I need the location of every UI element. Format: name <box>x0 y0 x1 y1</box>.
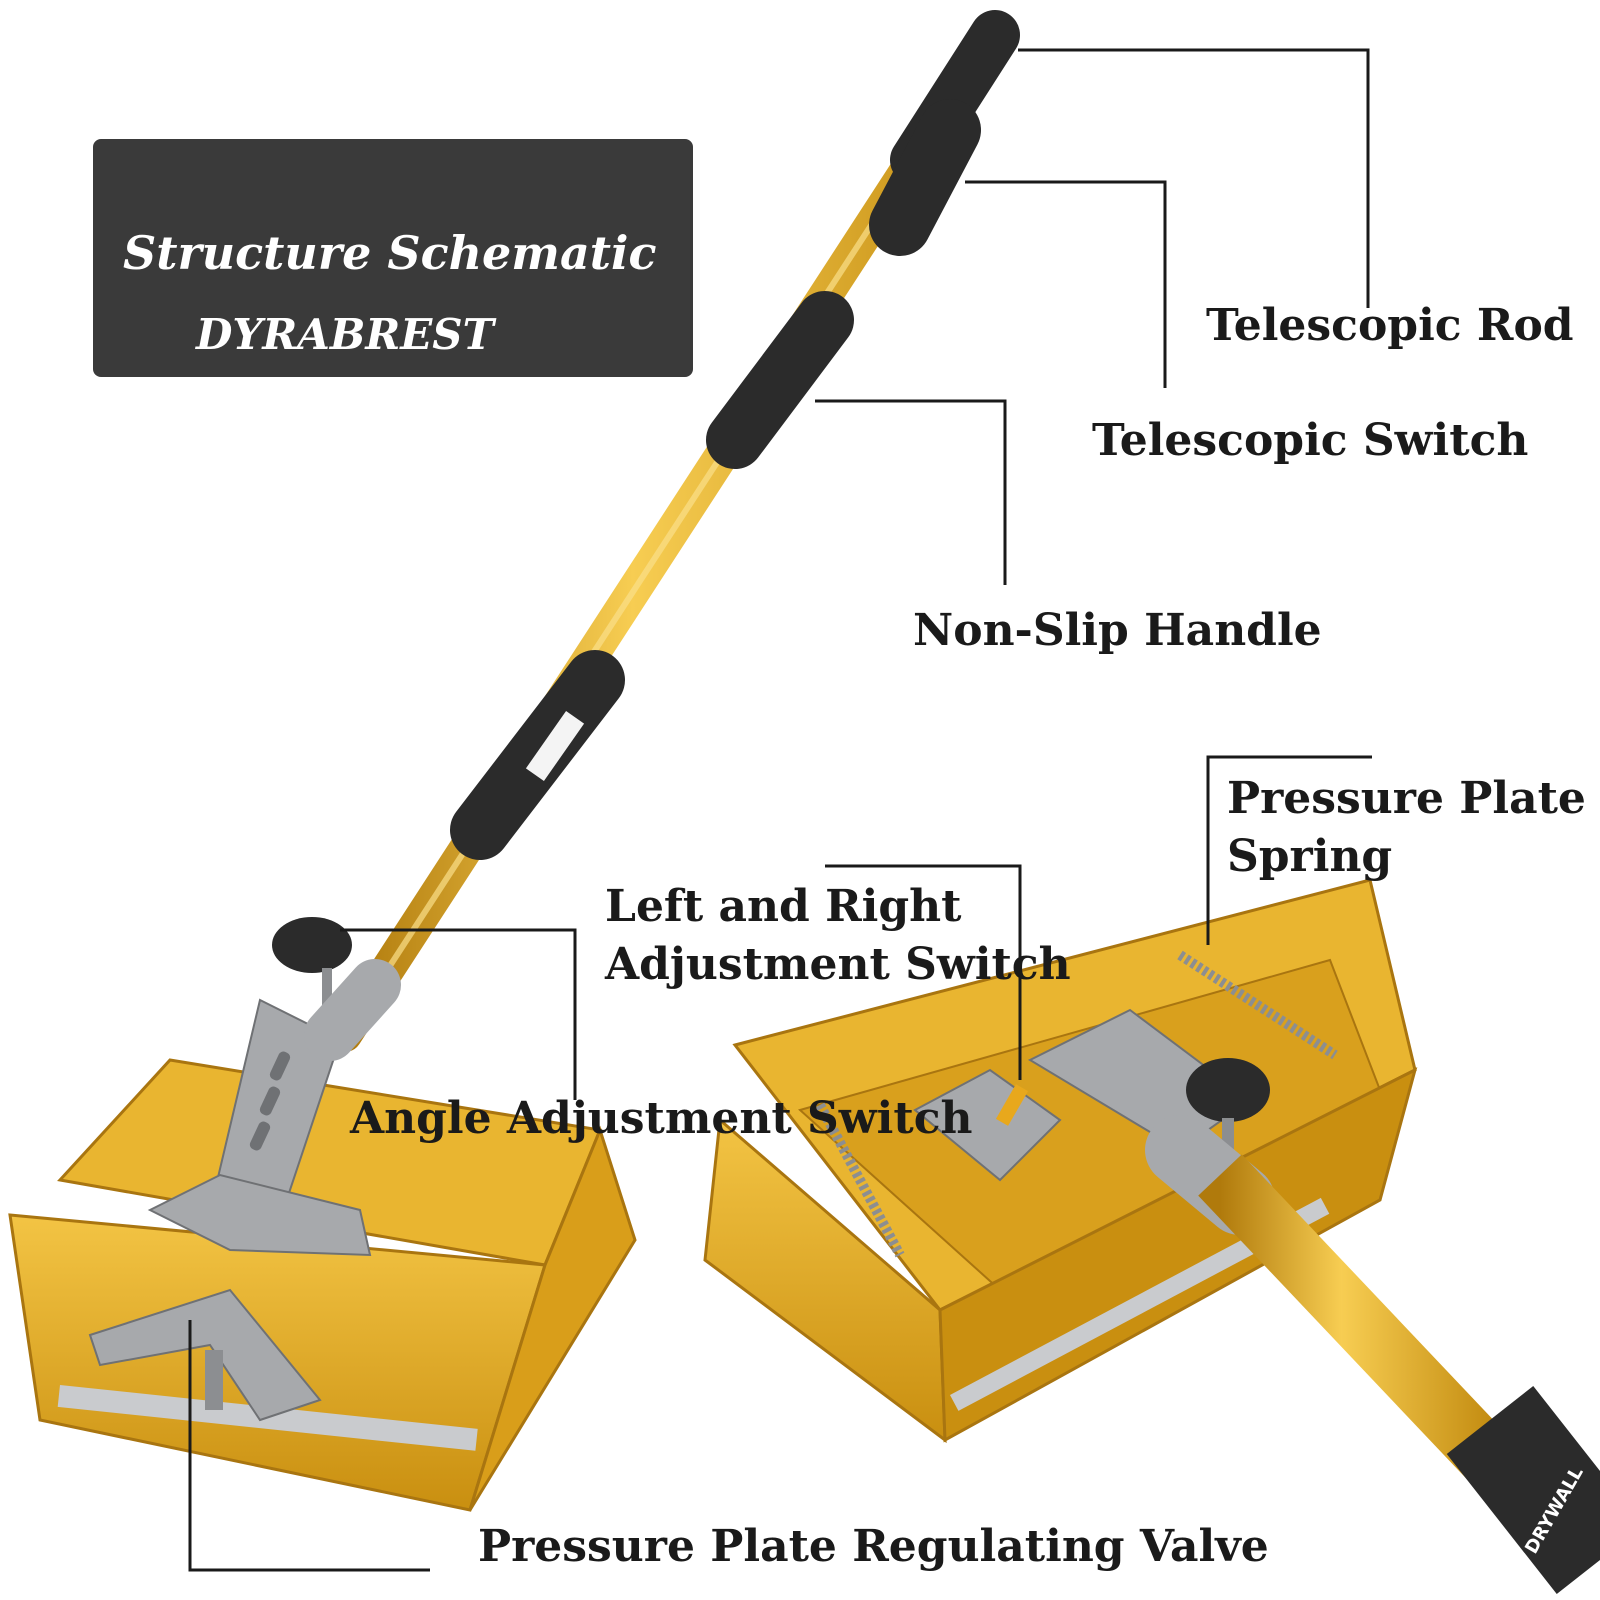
label-line: Spring <box>1227 831 1393 882</box>
label-line: Adjustment Switch <box>605 939 1071 990</box>
title-line-1: Structure Schematic <box>123 226 657 280</box>
left-bracket-slot <box>269 1051 291 1081</box>
right-box-blade <box>950 1197 1330 1411</box>
leader-non-slip-handle <box>815 399 1007 585</box>
title-box: Structure Schematic DYRABREST <box>93 139 693 377</box>
secondary-handle: DRYWALL <box>1145 1115 1600 1594</box>
label-line: Pressure Plate Regulating Valve <box>478 1521 1269 1572</box>
leader-lines <box>188 48 1372 1572</box>
label-line: Non-Slip Handle <box>913 605 1322 656</box>
secondary-grip <box>1446 1386 1600 1594</box>
left-knob-icon <box>272 917 352 973</box>
non-slip-grip <box>706 291 854 469</box>
leader-pressure-plate-spring <box>1206 755 1372 945</box>
left-bracket-slot <box>259 1086 281 1116</box>
label-non-slip-handle: Non-Slip Handle <box>913 602 1322 660</box>
left-knob-stem <box>322 968 332 1013</box>
main-handle <box>304 10 1020 1061</box>
right-flat-box <box>703 878 1418 1444</box>
right-lr-switch-rod <box>995 1084 1029 1126</box>
lower-grip-label <box>525 711 585 781</box>
label-telescopic-switch: Telescopic Switch <box>1092 412 1528 470</box>
handle-collar <box>304 959 401 1061</box>
label-line: Telescopic Rod <box>1206 300 1574 351</box>
left-base-plate <box>147 1173 372 1257</box>
label-pressure-plate-spring: Pressure Plate Spring <box>1227 770 1586 886</box>
leader-angle-switch <box>340 928 577 1100</box>
right-plate-spring <box>1177 950 1338 1060</box>
label-line: Pressure Plate <box>1227 773 1586 824</box>
label-pressure-plate-regulating-valve: Pressure Plate Regulating Valve <box>478 1518 1269 1576</box>
label-line: Telescopic Switch <box>1092 415 1529 466</box>
leader-regulating-valve <box>188 1320 430 1572</box>
left-box-side <box>468 1125 637 1511</box>
leader-telescopic-rod <box>1018 48 1370 308</box>
leader-left-right-switch <box>825 864 1022 1080</box>
label-line: Angle Adjustment Switch <box>350 1093 973 1144</box>
telescopic-switch-clamp <box>869 99 981 256</box>
secondary-handle-tube <box>1198 1154 1512 1481</box>
label-telescopic-rod: Telescopic Rod <box>1206 297 1574 355</box>
label-left-right-adjustment-switch: Left and Right Adjustment Switch <box>605 878 1071 994</box>
left-bracket-slot <box>249 1121 271 1151</box>
left-valve-bracket <box>88 1288 322 1422</box>
leader-telescopic-switch <box>965 180 1167 388</box>
right-side-spring <box>815 1102 905 1258</box>
title-line-2: DYRABREST <box>196 310 494 359</box>
label-line: Left and Right <box>605 881 962 932</box>
left-spring <box>205 1350 223 1410</box>
label-angle-adjustment-switch: Angle Adjustment Switch <box>350 1090 973 1148</box>
right-knob-icon <box>1186 1058 1270 1122</box>
